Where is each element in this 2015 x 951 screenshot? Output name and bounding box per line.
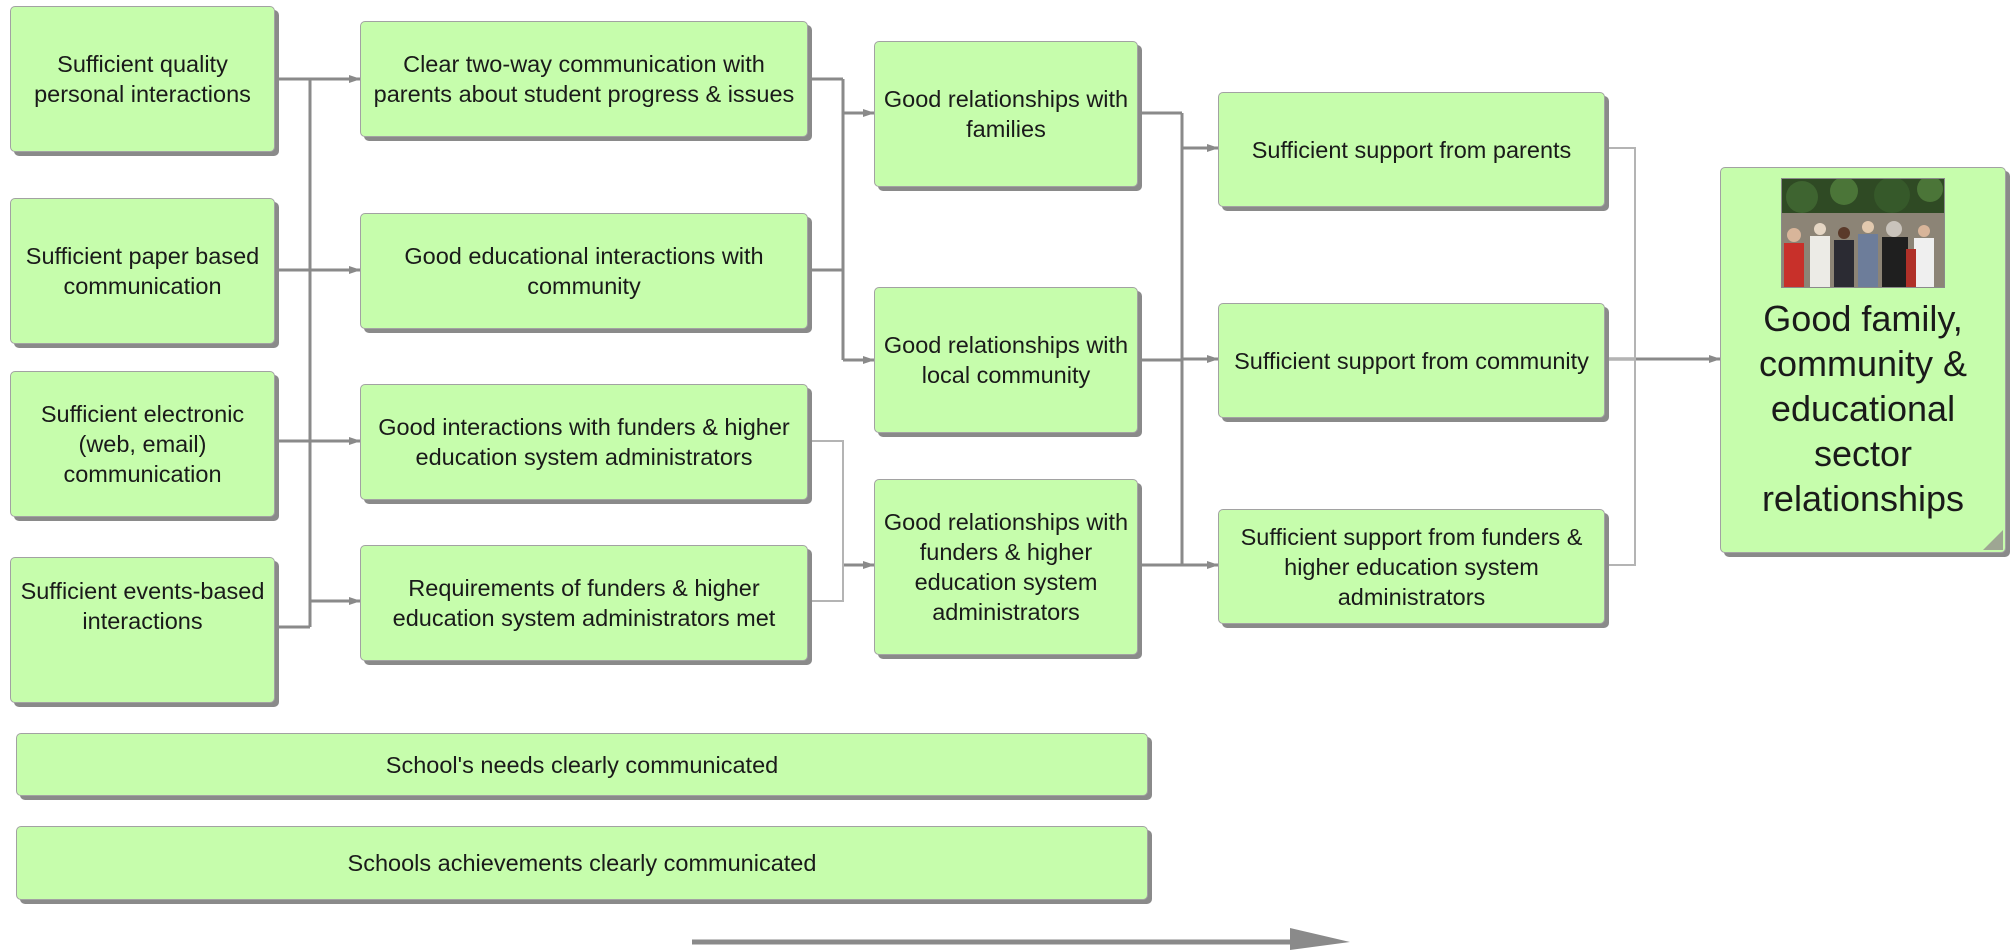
node-label: School's needs clearly communicated [385,751,779,778]
node-label: Good relationships with funders & higher… [883,509,1129,625]
node-label: Good relationships with families [883,86,1129,142]
node-label: Good educational interactions with commu… [404,243,764,299]
node-outcome[interactable]: Good family, community & educational sec… [1720,167,2006,553]
node-relationships-local-community[interactable]: Good relationships with local community [874,287,1138,433]
connector-inputs-trunk [272,77,312,629]
node-relationships-funders[interactable]: Good relationships with funders & higher… [874,479,1138,655]
node-label: Sufficient support from funders & higher… [1240,523,1583,610]
node-label: Sufficient electronic (web, email) commu… [40,401,245,487]
node-needs-communicated[interactable]: School's needs clearly communicated [16,733,1148,796]
connector-rel-trunk [1138,111,1184,567]
node-quality-interactions[interactable]: Sufficient quality personal interactions [10,6,275,152]
node-label: Sufficient events-based interactions [20,578,265,634]
node-label: Sufficient support from parents [1251,136,1572,163]
node-funders-interactions[interactable]: Good interactions with funders & higher … [360,384,808,500]
node-events-interactions[interactable]: Sufficient events-based interactions [10,557,275,703]
node-electronic-communication[interactable]: Sufficient electronic (web, email) commu… [10,371,275,517]
node-achievements-communicated[interactable]: Schools achievements clearly communicate… [16,826,1148,900]
node-paper-communication[interactable]: Sufficient paper based communication [10,198,275,344]
node-support-funders[interactable]: Sufficient support from funders & higher… [1218,509,1605,624]
node-label: Schools achievements clearly communicate… [347,850,817,876]
outcome-title: Good family, community & educational sec… [1758,298,1968,519]
node-educational-interactions[interactable]: Good educational interactions with commu… [360,213,808,329]
node-support-community[interactable]: Sufficient support from community [1218,303,1605,418]
page-fold-icon [1983,530,2003,550]
node-label: Sufficient support from community [1234,347,1589,374]
node-label: Sufficient paper based communication [25,243,260,299]
node-support-parents[interactable]: Sufficient support from parents [1218,92,1605,207]
node-label: Good interactions with funders & higher … [378,414,790,470]
node-two-way-communication[interactable]: Clear two-way communication with parents… [360,21,808,137]
node-label: Sufficient quality personal interactions [34,51,251,107]
right-arrow-icon [692,928,1350,950]
node-label: Clear two-way communication with parents… [373,51,795,107]
connector-support-merge [1605,147,1636,566]
connector-funders-merge [808,440,844,602]
node-relationships-families[interactable]: Good relationships with families [874,41,1138,187]
node-funders-requirements[interactable]: Requirements of funders & higher educati… [360,545,808,661]
node-label: Good relationships with local community [883,332,1129,388]
crowd-photo-icon [1781,178,1945,288]
connector-mid-trunk [808,77,845,360]
node-label: Requirements of funders & higher educati… [392,575,776,631]
